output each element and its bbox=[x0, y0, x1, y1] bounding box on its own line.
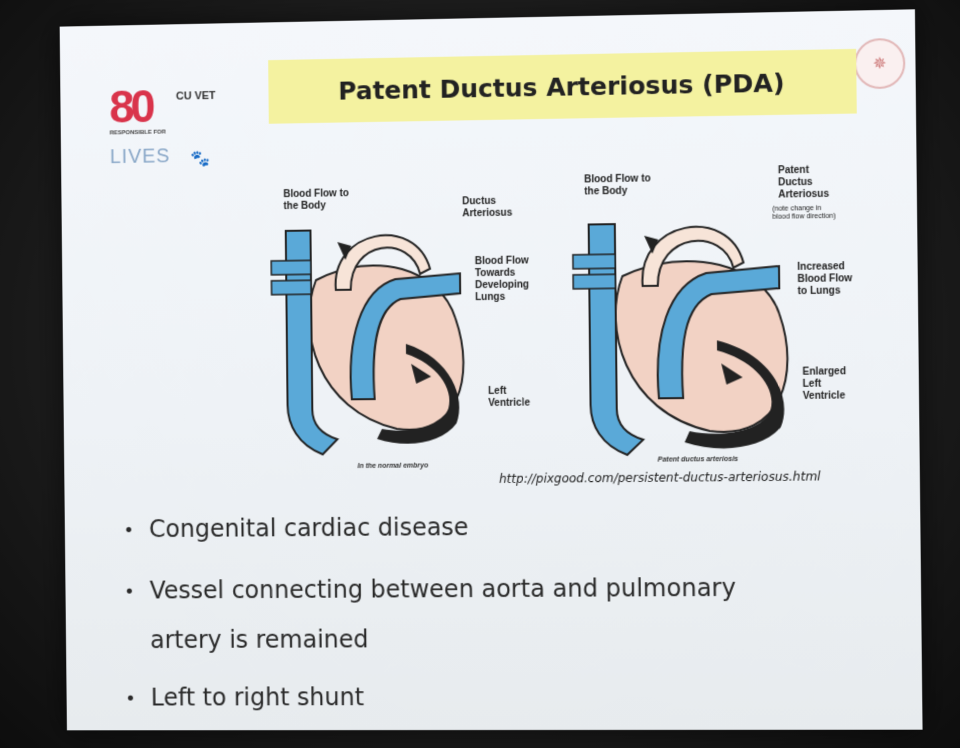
logo-name: CU VET bbox=[176, 90, 216, 103]
label-patent-note: (note change in blood flow direction) bbox=[772, 205, 835, 222]
heart-diagram-pda: Blood Flow to the Body Patent Ductus Art… bbox=[526, 142, 863, 468]
title-bar: Patent Ductus Arteriosus (PDA) bbox=[268, 49, 857, 124]
projection-screen: 80 CU VET RESPONSIBLE FOR LIVES 🐾 ✵ Pate… bbox=[60, 9, 923, 730]
logo-lives: LIVES bbox=[110, 145, 171, 169]
slide-title: Patent Ductus Arteriosus (PDA) bbox=[338, 68, 785, 105]
label-blood-flow-lungs: Blood Flow Towards Developing Lungs bbox=[475, 255, 529, 304]
label-increased-blood-flow: Increased Blood Flow to Lungs bbox=[797, 261, 852, 298]
logo-tagline: RESPONSIBLE FOR bbox=[110, 129, 169, 137]
university-seal-icon: ✵ bbox=[854, 38, 906, 89]
source-url: http://pixgood.com/persistent-ductus-art… bbox=[499, 469, 821, 486]
heart-diagram-normal: Blood Flow to the Body Ductus Arteriosus… bbox=[226, 157, 527, 470]
label-left-ventricle: Left Ventricle bbox=[488, 386, 530, 410]
logo-number: 80 bbox=[109, 79, 152, 133]
caption-normal: In the normal embryo bbox=[357, 462, 428, 470]
bullet-item: •Left to right shunt bbox=[125, 683, 364, 711]
caption-pda: Patent ductus arteriosis bbox=[658, 456, 739, 464]
label-blood-flow-body-pda: Blood Flow to the Body bbox=[584, 173, 651, 198]
bullet-item-continuation: artery is remained bbox=[150, 625, 369, 654]
bullet-item: •Congenital cardiac disease bbox=[123, 513, 468, 543]
label-blood-flow-body: Blood Flow to the Body bbox=[283, 188, 349, 213]
label-ductus-arteriosus: Ductus Arteriosus bbox=[462, 196, 512, 221]
label-patent-ductus: Patent Ductus Arteriosus bbox=[778, 164, 829, 201]
label-enlarged-ventricle: Enlarged Left Ventricle bbox=[802, 366, 846, 403]
logo-animal-icon: 🐾 bbox=[190, 149, 210, 169]
bullet-item: •Vessel connecting between aorta and pul… bbox=[124, 574, 736, 605]
